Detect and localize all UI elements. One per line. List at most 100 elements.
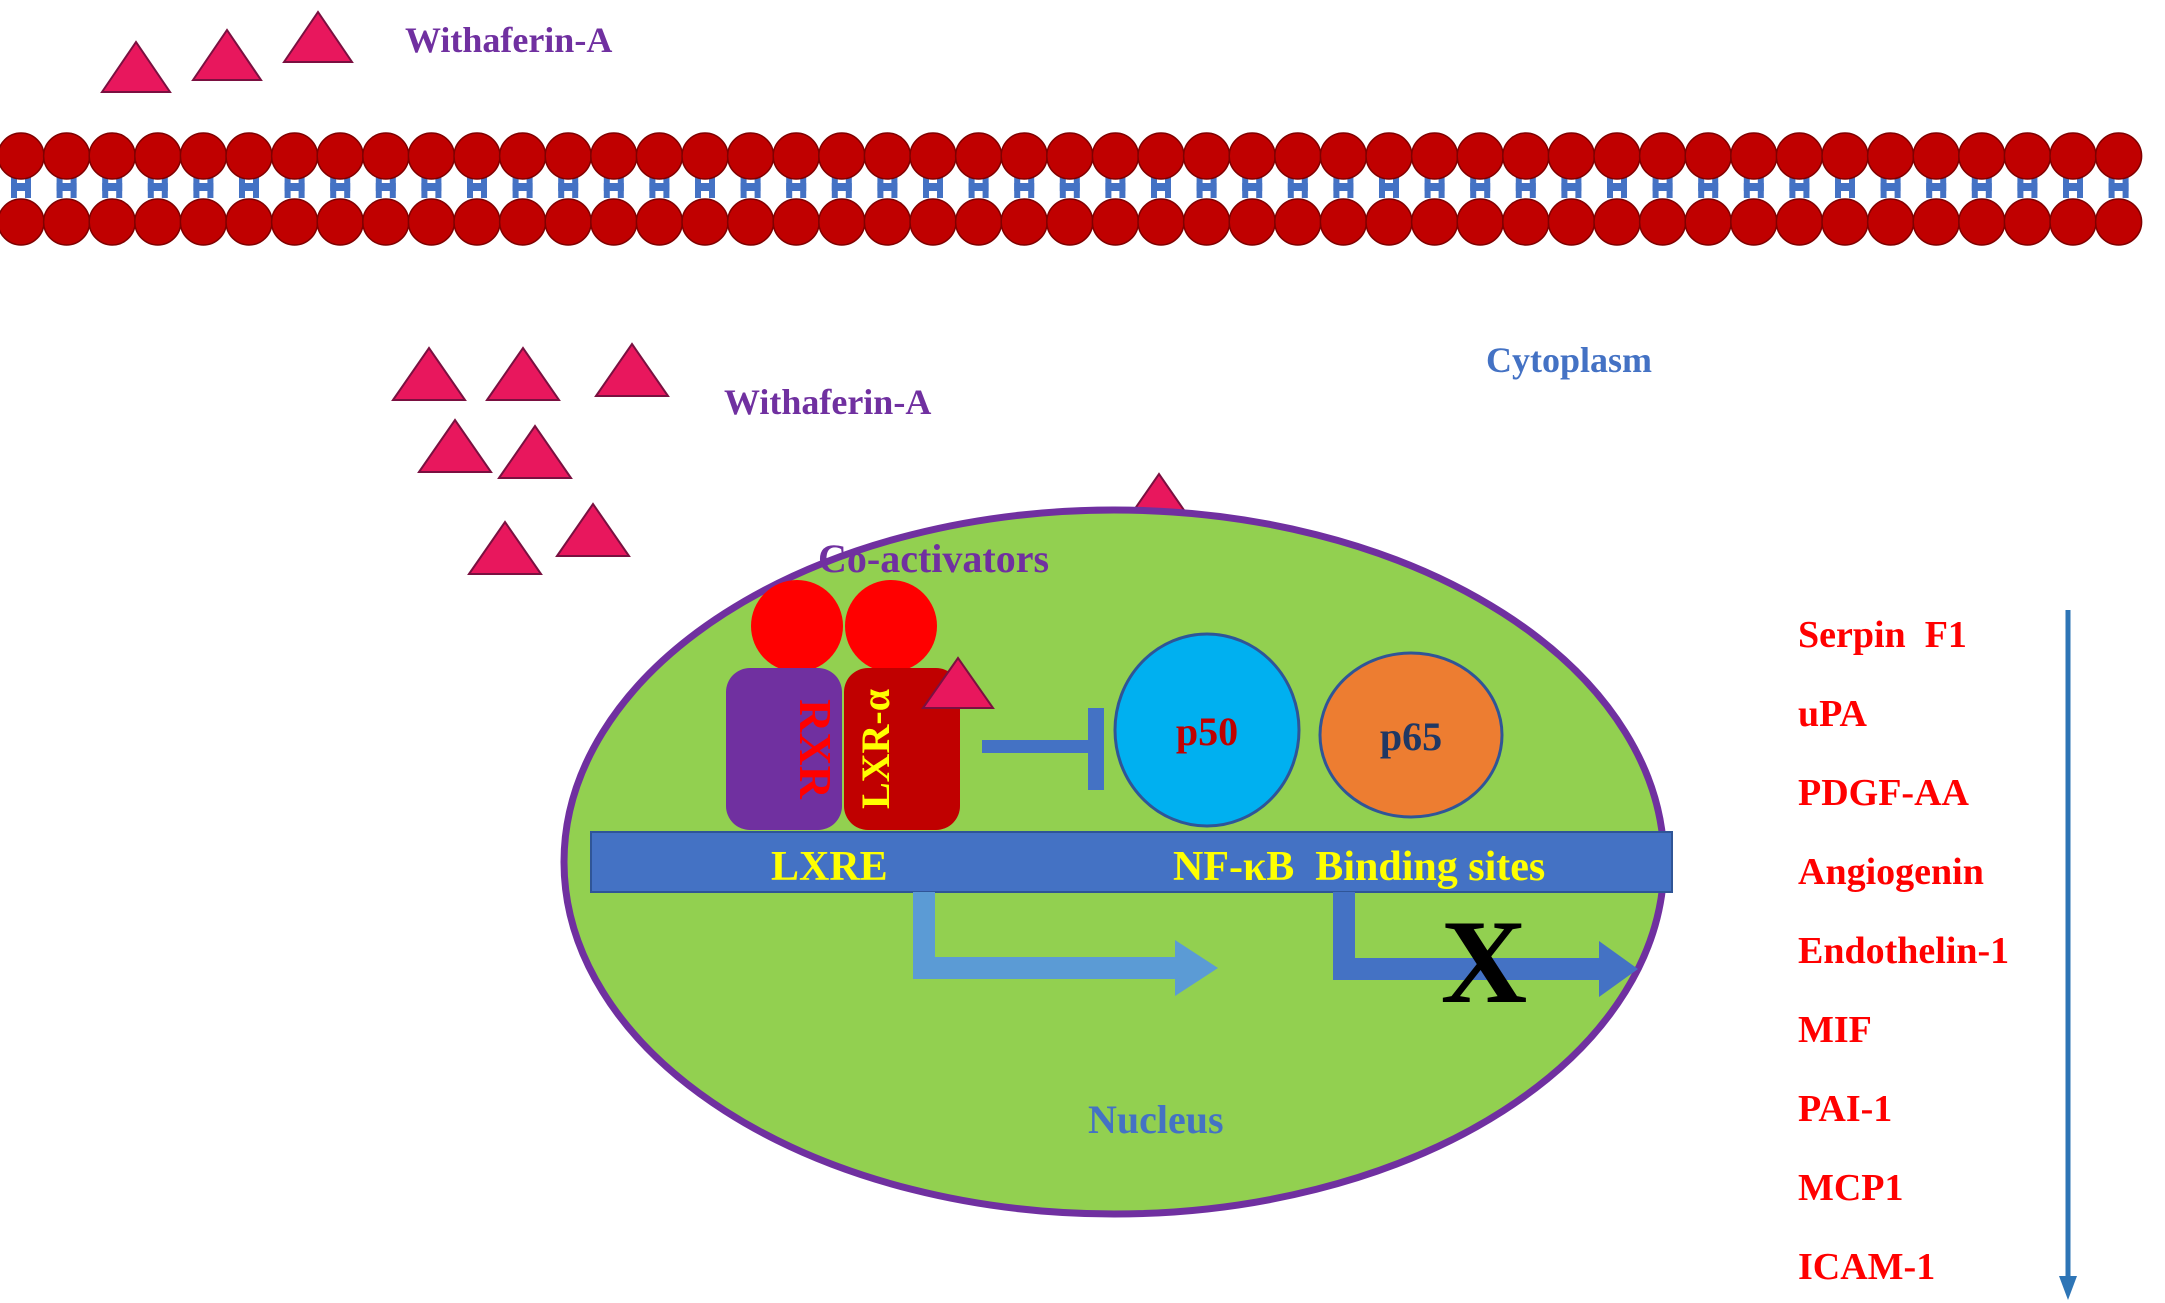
gene-label: uPA xyxy=(1798,693,1868,735)
withaferin-bound-triangle xyxy=(921,656,995,709)
lipid-head xyxy=(1046,198,1094,246)
lipid-head xyxy=(772,198,820,246)
lipid-head xyxy=(270,198,319,246)
lipid-tail xyxy=(1105,183,1126,191)
lipid-head xyxy=(772,132,820,180)
nucleus-label: Nucleus xyxy=(1088,1097,1224,1142)
lipid-head xyxy=(1137,198,1185,246)
lipid-tail xyxy=(102,183,123,191)
lipid-tail xyxy=(1242,183,1263,191)
lipid-head xyxy=(1502,198,1550,246)
lipid-head xyxy=(909,198,957,246)
lipid-head xyxy=(2049,198,2097,246)
lipid-head xyxy=(2003,198,2052,246)
gene-label: Endothelin-1 xyxy=(1798,930,2009,972)
lipid-head xyxy=(1319,198,1368,246)
lipid-head xyxy=(0,132,45,180)
lipid-head xyxy=(818,198,866,246)
lipid-head xyxy=(635,132,684,180)
gene-label: Angiogenin xyxy=(1798,851,1984,893)
lipid-tail xyxy=(1151,183,1171,191)
withaferin-triangle xyxy=(391,346,467,401)
lipid-head xyxy=(1593,198,1641,246)
lipid-tail xyxy=(330,183,351,191)
lipid-tail xyxy=(1880,183,1901,191)
withaferin-triangle xyxy=(485,346,561,401)
coactivator-circle xyxy=(751,580,843,672)
lipid-head xyxy=(863,198,912,246)
lipid-tail xyxy=(558,183,579,191)
lipid-head xyxy=(0,198,45,246)
lipid-head xyxy=(1912,198,1960,246)
lipid-head xyxy=(1547,198,1596,246)
lipid-tail xyxy=(1424,183,1445,191)
lipid-head xyxy=(179,132,228,180)
lipid-tail xyxy=(740,183,761,191)
gene-label: ICAM-1 xyxy=(1798,1246,1935,1288)
lipid-head xyxy=(1228,132,1276,180)
cytoplasm-label: Cytoplasm xyxy=(1486,340,1652,380)
lipid-tail xyxy=(2063,183,2083,191)
lipid-head xyxy=(1912,132,1960,180)
lipid-tail xyxy=(147,183,168,191)
lipid-head xyxy=(1228,198,1276,246)
lipid-head xyxy=(1730,132,1778,180)
gene-label: MIF xyxy=(1798,1009,1872,1051)
withaferin-triangle xyxy=(555,502,631,557)
lipid-head xyxy=(1091,132,1140,180)
lxr-alpha-label: LXR-α xyxy=(853,689,898,809)
withaferin-triangle xyxy=(467,520,543,575)
coactivators-label: Co-activators xyxy=(818,536,1049,581)
withaferin-triangle xyxy=(417,418,493,473)
withaferin-label-top: Withaferin-A xyxy=(405,20,612,60)
coactivator-circle xyxy=(845,580,937,672)
lipid-head xyxy=(42,198,91,246)
lipid-head xyxy=(726,132,775,180)
lipid-tail xyxy=(1515,183,1536,191)
withaferin-triangle xyxy=(497,424,573,479)
lipid-head xyxy=(498,132,547,180)
lipid-tail xyxy=(1059,183,1080,191)
lipid-head xyxy=(2049,132,2097,180)
lipid-head xyxy=(1730,198,1778,246)
p50-label: p50 xyxy=(1176,709,1238,754)
lipid-tail xyxy=(603,183,624,191)
downregulation-arrow xyxy=(2059,610,2077,1300)
lipid-tail xyxy=(1698,183,1719,191)
lipid-tail xyxy=(1333,183,1354,191)
lipid-head xyxy=(1046,132,1094,180)
lipid-tail xyxy=(1926,183,1947,191)
lipid-head xyxy=(88,198,136,246)
lipid-head xyxy=(1547,132,1596,180)
lipid-tail xyxy=(239,183,259,191)
lipid-head xyxy=(1365,198,1413,246)
lipid-head xyxy=(544,132,592,180)
gene-label: PDGF-AA xyxy=(1798,772,1970,814)
lipid-head xyxy=(2094,132,2143,180)
lipid-tail xyxy=(649,183,670,191)
lipid-tail xyxy=(1607,183,1627,191)
lxre-label: LXRE xyxy=(771,844,888,890)
lipid-head xyxy=(1182,132,1231,180)
lipid-tail xyxy=(421,183,442,191)
withaferin-label-mid: Withaferin-A xyxy=(724,382,931,422)
lipid-head xyxy=(270,132,319,180)
lipid-head xyxy=(726,198,775,246)
downregulated-gene-list: Serpin F1uPAPDGF-AAAngiogeninEndothelin-… xyxy=(1798,614,2009,1288)
rxr-label: RXR xyxy=(790,699,841,799)
lipid-head xyxy=(590,198,638,246)
lipid-tail xyxy=(512,183,533,191)
withaferin-triangle xyxy=(594,342,670,397)
lipid-head xyxy=(590,132,638,180)
lipid-head xyxy=(134,132,182,180)
lxre-transcription-arrow xyxy=(913,892,1218,996)
lipid-head xyxy=(2003,132,2052,180)
lipid-tail xyxy=(786,183,807,191)
lipid-head xyxy=(863,132,912,180)
lipid-tail xyxy=(1287,183,1308,191)
withaferin-triangle xyxy=(100,40,172,93)
lipid-head xyxy=(1274,198,1322,246)
withaferin-extracellular xyxy=(100,10,354,93)
gene-label: MCP1 xyxy=(1798,1167,1904,1209)
